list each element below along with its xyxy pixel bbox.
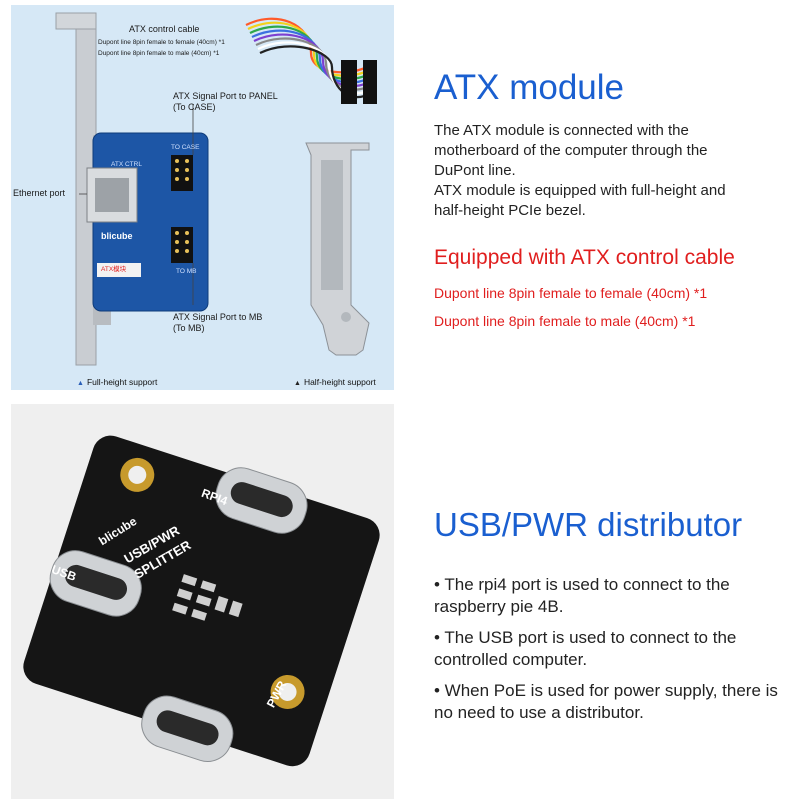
atx-cable-heading: Equipped with ATX control cable: [434, 246, 735, 269]
mb-port-label: ATX Signal Port to MB: [173, 312, 263, 322]
atx-desc-line: ATX module is equipped with full-height …: [434, 182, 726, 199]
board-silk-ctrl: ATX CTRL: [111, 161, 142, 168]
atx-cable-line1: Dupont line 8pin female to female (40cm)…: [434, 285, 708, 301]
usb-bullet-rpi4: • The rpi4 port is used to connect to th…: [434, 575, 730, 616]
triangle-up-icon: ▲: [77, 380, 84, 387]
atx-desc-line: motherboard of the computer through the: [434, 142, 708, 159]
board-silk-case: TO CASE: [171, 144, 200, 151]
atx-module-photo: ATX control cable Dupont line 8pin femal…: [11, 5, 394, 390]
atx-desc-line: The ATX module is connected with the: [434, 122, 689, 139]
board-brand: blicube: [101, 231, 133, 241]
atx-desc-line: half-height PCIe bezel.: [434, 202, 586, 219]
cable-line1-label: Dupont line 8pin female to female (40cm)…: [98, 39, 225, 46]
usb-distributor-title: USB/PWR distributor: [434, 506, 743, 543]
atx-module-title: ATX module: [434, 68, 624, 107]
usb-bullet-poe: • When PoE is used for power supply, the…: [434, 681, 778, 722]
ethernet-port-label: Ethernet port: [13, 188, 66, 198]
usb-bullet-usb: • The USB port is used to connect to the…: [434, 628, 737, 669]
half-height-caption: ▲Half-height support: [294, 377, 376, 387]
atx-desc-line: DuPont line.: [434, 162, 516, 179]
cable-line2-label: Dupont line 8pin female to male (40cm) *…: [98, 50, 220, 57]
atx-cable-line2: Dupont line 8pin female to male (40cm) *…: [434, 313, 696, 329]
half-height-text: Half-height support: [303, 377, 376, 387]
usb-splitter-illustration: [23, 435, 380, 767]
panel-port-sublabel: (To CASE): [173, 102, 216, 112]
atx-description: The ATX module is connected with the mot…: [434, 121, 726, 221]
full-height-caption: ▲Full-height support: [77, 377, 157, 387]
atx-module-illustration: [55, 12, 377, 366]
triangle-up-icon: ▲: [294, 380, 301, 387]
mb-port-sublabel: (To MB): [173, 323, 205, 333]
usb-splitter-photo: blicube USB/PWR SPLITTER USB RPI4 PWR: [11, 404, 394, 799]
full-height-text: Full-height support: [86, 377, 158, 387]
panel-port-label: ATX Signal Port to PANEL: [173, 91, 278, 101]
board-silk-mb: TO MB: [176, 268, 197, 275]
board-tag: ATX模块: [101, 266, 127, 273]
cable-title-label: ATX control cable: [129, 24, 200, 34]
